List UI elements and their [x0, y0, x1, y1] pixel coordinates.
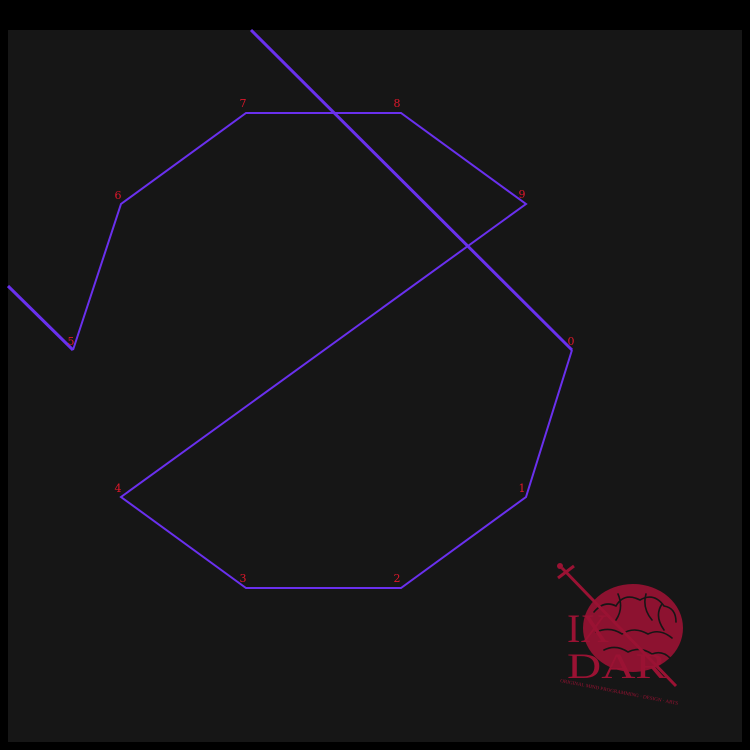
- node-label-0: 0: [568, 335, 575, 348]
- node-label-1: 1: [519, 482, 526, 495]
- node-label-4: 4: [115, 482, 122, 495]
- node-labels: 0 1 2 3 4 5 6 7 8 9: [68, 97, 575, 585]
- logo-line2: DAR: [567, 646, 667, 686]
- node-label-9: 9: [519, 188, 526, 201]
- exit-line: [6, 284, 75, 352]
- logo-line1: IX: [567, 606, 609, 651]
- node-label-5: 5: [68, 335, 75, 348]
- node-label-8: 8: [394, 97, 401, 110]
- node-label-7: 7: [240, 97, 247, 110]
- entry-line: [249, 28, 574, 352]
- node-label-2: 2: [394, 572, 401, 585]
- node-label-3: 3: [240, 572, 247, 585]
- sword-icon: [557, 563, 678, 688]
- node-path: [72, 112, 573, 589]
- node-label-6: 6: [115, 189, 122, 202]
